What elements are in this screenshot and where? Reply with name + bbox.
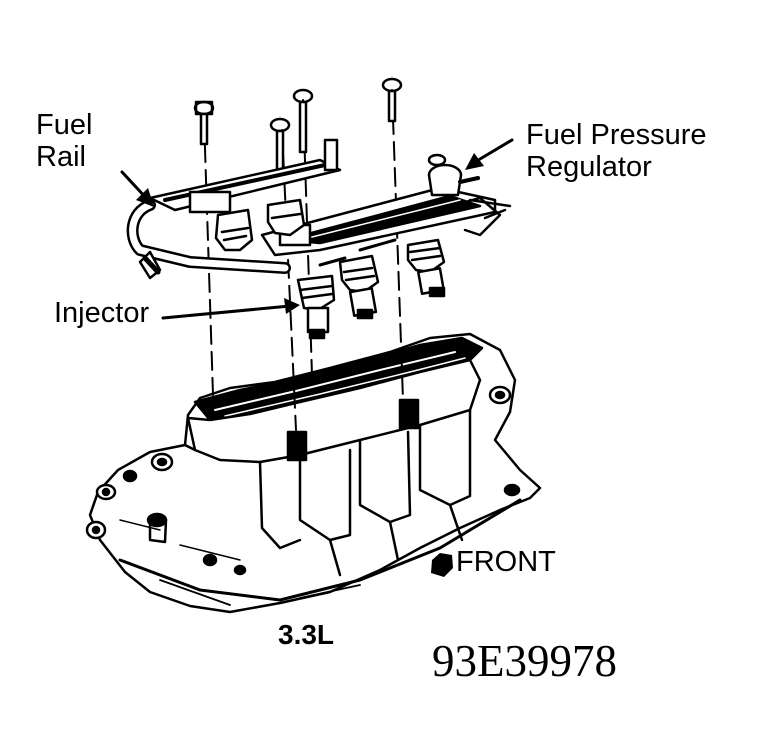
label-engine: 3.3L — [278, 619, 335, 650]
injector-2 — [338, 254, 380, 320]
label-fuel-pressure-line2: Regulator — [526, 151, 652, 183]
intake-manifold — [85, 332, 542, 614]
fuel-rail — [126, 138, 512, 280]
label-fuel-rail-line1: Fuel — [36, 109, 93, 141]
injectors — [214, 198, 446, 340]
fuel-pressure-regulator — [427, 153, 480, 197]
label-front: FRONT — [456, 546, 556, 578]
label-injector: Injector — [54, 297, 150, 329]
injector-1 — [296, 274, 336, 340]
label-fuel-rail-line2: Rail — [36, 141, 86, 173]
rail-bolts — [193, 77, 403, 173]
figure-id: 93E39978 — [432, 636, 617, 686]
injector-3 — [406, 238, 446, 298]
front-marker-icon — [431, 553, 453, 577]
callout-arrows — [120, 138, 514, 320]
label-fuel-pressure-line1: Fuel Pressure — [526, 119, 707, 151]
